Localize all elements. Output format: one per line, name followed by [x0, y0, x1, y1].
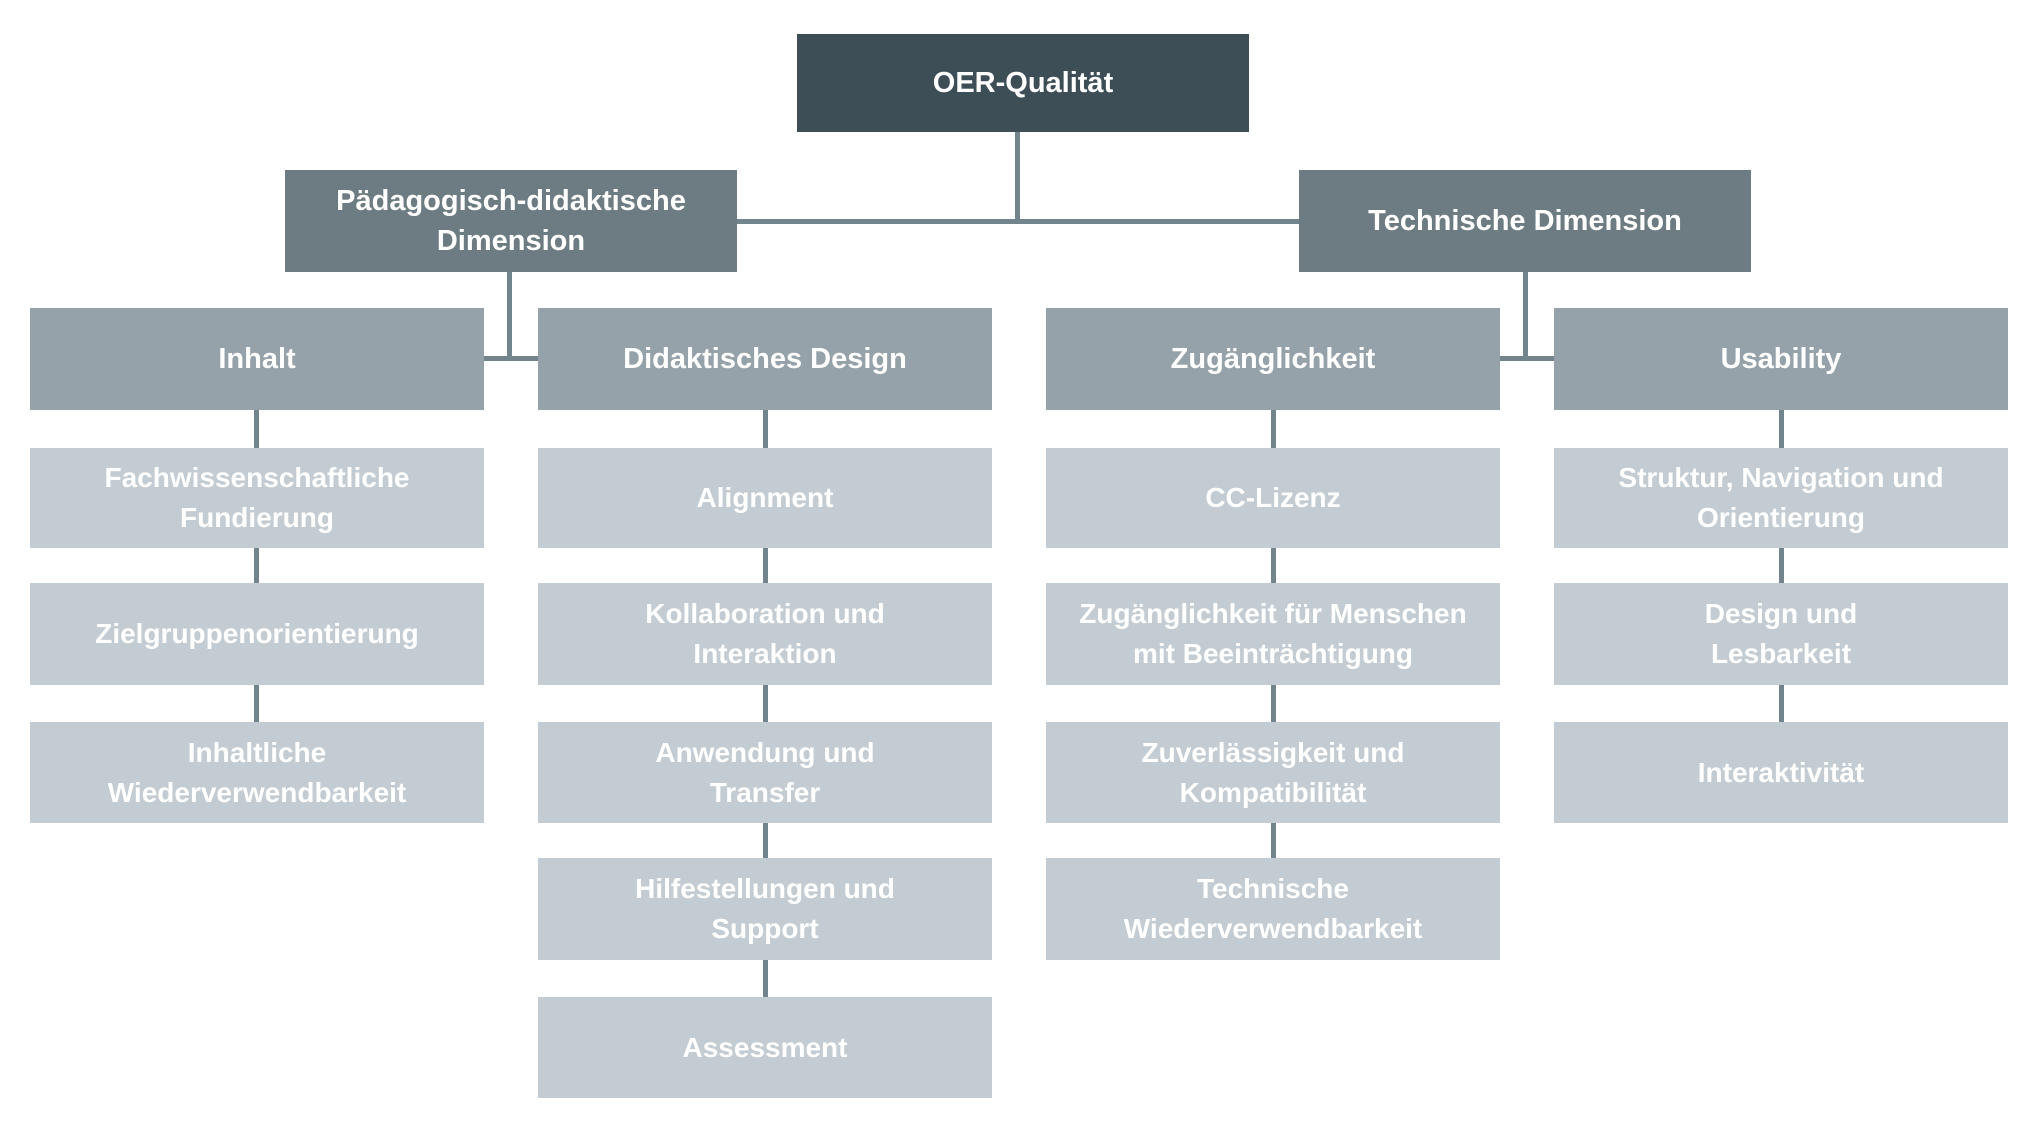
- connector-col2-seg2: [763, 548, 768, 583]
- connector-col3-seg4: [1271, 823, 1276, 858]
- item-node-design-und-lesbarkeit: Design und Lesbarkeit: [1554, 583, 2008, 685]
- connector-col2-seg4: [763, 823, 768, 858]
- item-node-hilfestellungen-und-support: Hilfestellungen und Support: [538, 858, 992, 960]
- item-node-zielgruppenorientierung: Zielgruppenorientierung: [30, 583, 484, 685]
- connector-dimension2-vertical: [1523, 272, 1528, 361]
- connector-col4-seg1: [1779, 410, 1784, 448]
- connector-col2-seg3: [763, 685, 768, 722]
- item-node-struktur-navigation-orientierung: Struktur, Navigation und Orientierung: [1554, 448, 2008, 548]
- category-node-didaktisches-design: Didaktisches Design: [538, 308, 992, 410]
- connector-dimension1-stub: [484, 356, 538, 361]
- root-node-oer-qualitaet: OER-Qualität: [797, 34, 1249, 132]
- item-node-interaktivitaet: Interaktivität: [1554, 722, 2008, 823]
- connector-col3-seg3: [1271, 685, 1276, 722]
- dimension-node-paedagogisch-didaktisch: Pädagogisch-didaktische Dimension: [285, 170, 737, 272]
- connector-dimension2-stub: [1500, 356, 1554, 361]
- item-node-zugaenglichkeit-fuer-menschen: Zugänglichkeit für Menschen mit Beeinträ…: [1046, 583, 1500, 685]
- connector-col4-seg2: [1779, 548, 1784, 583]
- item-node-technische-wiederverwendbarkeit: Technische Wiederverwendbarkeit: [1046, 858, 1500, 960]
- category-node-usability: Usability: [1554, 308, 2008, 410]
- item-node-anwendung-und-transfer: Anwendung und Transfer: [538, 722, 992, 823]
- item-node-alignment: Alignment: [538, 448, 992, 548]
- connector-root-vertical: [1015, 132, 1020, 222]
- connector-col3-seg1: [1271, 410, 1276, 448]
- connector-col4-seg3: [1779, 685, 1784, 722]
- item-node-zuverlaessigkeit-und-kompatibilitaet: Zuverlässigkeit und Kompatibilität: [1046, 722, 1500, 823]
- category-node-zugaenglichkeit: Zugänglichkeit: [1046, 308, 1500, 410]
- connector-col1-seg3: [254, 685, 259, 722]
- item-node-assessment: Assessment: [538, 997, 992, 1098]
- connector-col1-seg2: [254, 548, 259, 583]
- connector-col2-seg5: [763, 960, 768, 997]
- connector-main-horizontal: [737, 219, 1299, 224]
- dimension-node-technisch: Technische Dimension: [1299, 170, 1751, 272]
- item-node-kollaboration-und-interaktion: Kollaboration und Interaktion: [538, 583, 992, 685]
- item-node-fachwissenschaftliche-fundierung: Fachwissenschaftliche Fundierung: [30, 448, 484, 548]
- connector-dimension1-vertical: [507, 272, 512, 361]
- connector-col1-seg1: [254, 410, 259, 448]
- item-node-cc-lizenz: CC-Lizenz: [1046, 448, 1500, 548]
- category-node-inhalt: Inhalt: [30, 308, 484, 410]
- item-node-inhaltliche-wiederverwendbarkeit: Inhaltliche Wiederverwendbarkeit: [30, 722, 484, 823]
- connector-col3-seg2: [1271, 548, 1276, 583]
- connector-col2-seg1: [763, 410, 768, 448]
